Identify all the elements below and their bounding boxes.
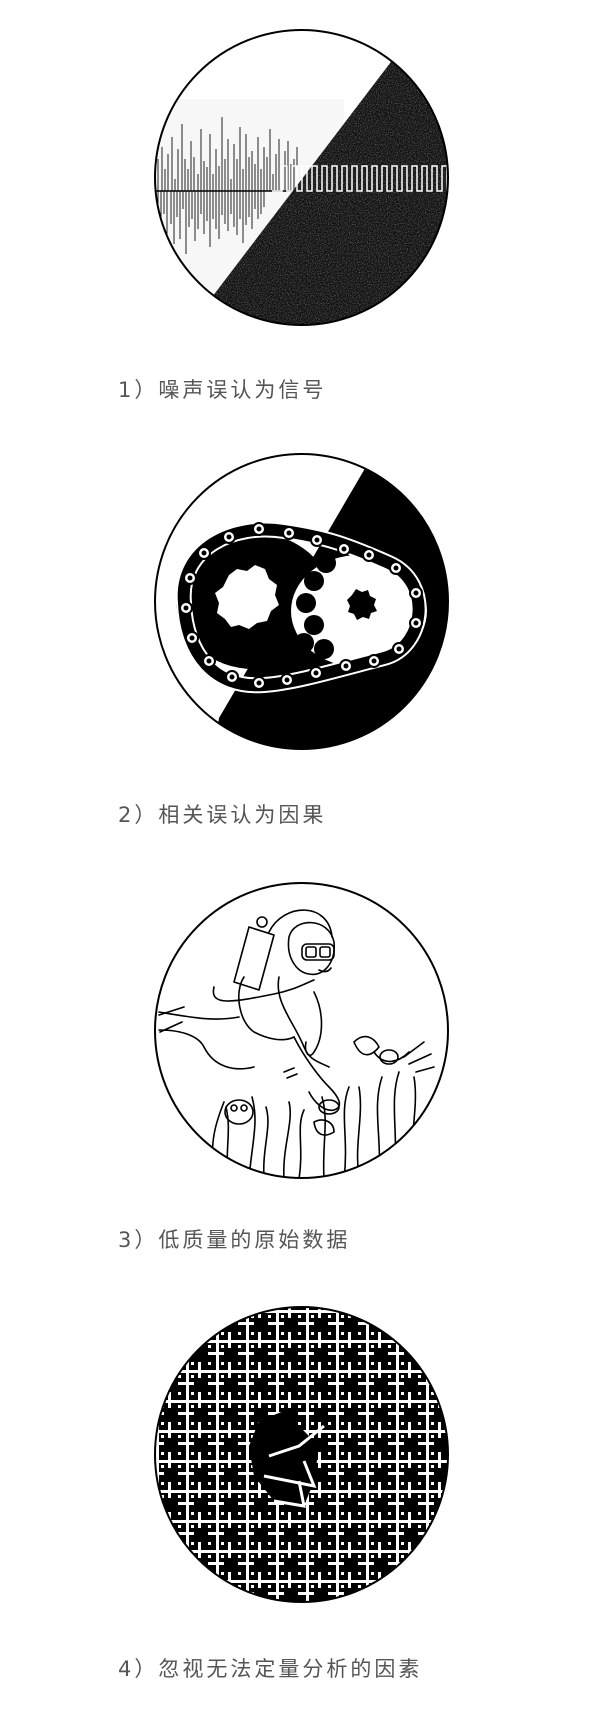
diver-icon bbox=[154, 882, 449, 1179]
chain-gear-icon bbox=[154, 453, 449, 750]
figure-caption: 4）忽视无法定量分析的因素 bbox=[118, 1657, 423, 1681]
noise-signal-illustration bbox=[154, 29, 449, 326]
noise-signal-icon bbox=[154, 29, 449, 326]
lattice-icon bbox=[154, 1306, 449, 1603]
figure-caption: 3）低质量的原始数据 bbox=[118, 1228, 351, 1252]
figure-caption: 2）相关误认为因果 bbox=[118, 803, 327, 827]
lattice-illustration bbox=[154, 1306, 449, 1603]
figure-1: 1）噪声误认为信号 bbox=[0, 0, 600, 425]
figure-caption: 1）噪声误认为信号 bbox=[118, 378, 327, 402]
figure-2: 2）相关误认为因果 bbox=[0, 425, 600, 850]
chain-sprocket-illustration bbox=[154, 453, 449, 750]
figure-3: 3）低质量的原始数据 bbox=[0, 850, 600, 1275]
diver-reef-illustration bbox=[154, 882, 449, 1179]
figure-4: 4）忽视无法定量分析的因素 bbox=[0, 1275, 600, 1717]
